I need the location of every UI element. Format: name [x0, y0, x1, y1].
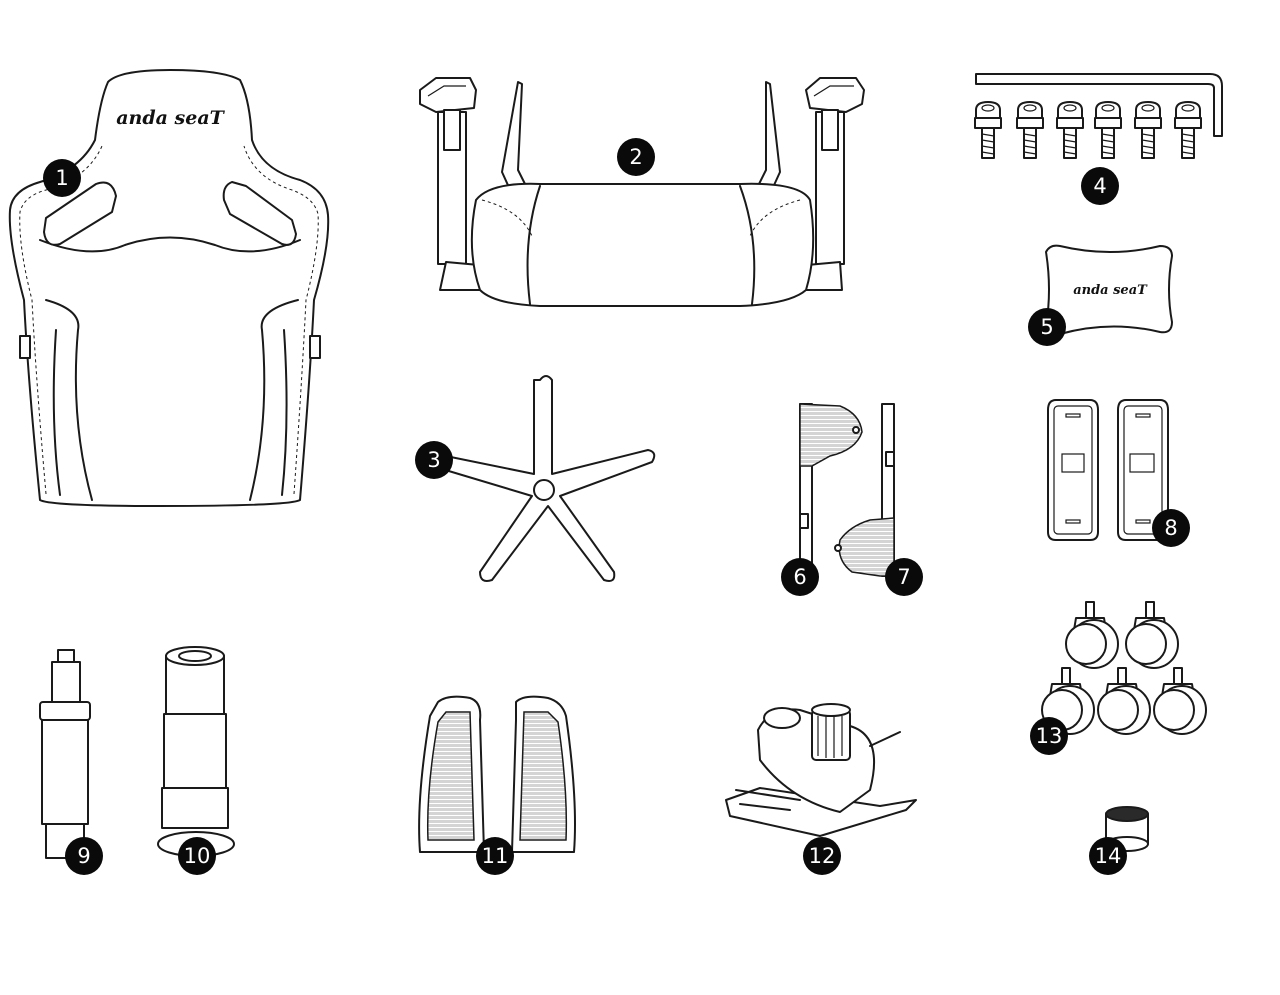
caster	[1065, 601, 1119, 669]
pillow-brand-logo: anda seaT	[1073, 283, 1148, 298]
brand-logo: anda seaT	[116, 107, 225, 129]
svg-text:14: 14	[1095, 844, 1122, 868]
callout-1: 1	[43, 159, 81, 197]
backrest: anda seaT	[8, 69, 330, 507]
callout-7: 7	[885, 558, 923, 596]
callout-12: 12	[803, 837, 841, 875]
svg-text:5: 5	[1040, 315, 1053, 339]
svg-text:9: 9	[77, 844, 90, 868]
svg-text:12: 12	[809, 844, 836, 868]
caster	[1097, 667, 1151, 735]
svg-text:7: 7	[897, 565, 910, 589]
caster	[1125, 601, 1179, 669]
callout-4: 4	[1081, 167, 1119, 205]
callout-8: 8	[1152, 509, 1190, 547]
head-pillow: anda seaT	[1045, 244, 1173, 336]
star-base	[427, 375, 656, 582]
callout-10: 10	[178, 837, 216, 875]
screw-set	[974, 101, 1202, 159]
callout-5: 5	[1028, 308, 1066, 346]
svg-text:1: 1	[55, 166, 68, 190]
seat	[419, 77, 865, 307]
screws-and-hex-key	[974, 73, 1223, 159]
svg-text:8: 8	[1164, 516, 1177, 540]
callout-11: 11	[476, 837, 514, 875]
gas-lift	[39, 649, 91, 859]
callout-6: 6	[781, 558, 819, 596]
tilt-mechanism	[725, 703, 917, 837]
caster	[1153, 667, 1207, 735]
callout-13: 13	[1030, 717, 1068, 755]
callout-3: 3	[415, 441, 453, 479]
svg-text:13: 13	[1036, 724, 1063, 748]
svg-text:4: 4	[1093, 174, 1106, 198]
armrest-pads	[418, 695, 576, 853]
callout-2: 2	[617, 138, 655, 176]
side-cover-right	[834, 403, 895, 577]
svg-text:2: 2	[629, 145, 642, 169]
cover-plates	[1047, 399, 1169, 541]
svg-text:10: 10	[184, 844, 211, 868]
svg-text:3: 3	[427, 448, 440, 472]
svg-text:6: 6	[793, 565, 806, 589]
callout-9: 9	[65, 837, 103, 875]
callout-14: 14	[1089, 837, 1127, 875]
side-cover-left	[799, 403, 863, 577]
svg-text:11: 11	[482, 844, 509, 868]
casters	[1041, 601, 1207, 735]
gas-lift-cover	[157, 646, 235, 857]
